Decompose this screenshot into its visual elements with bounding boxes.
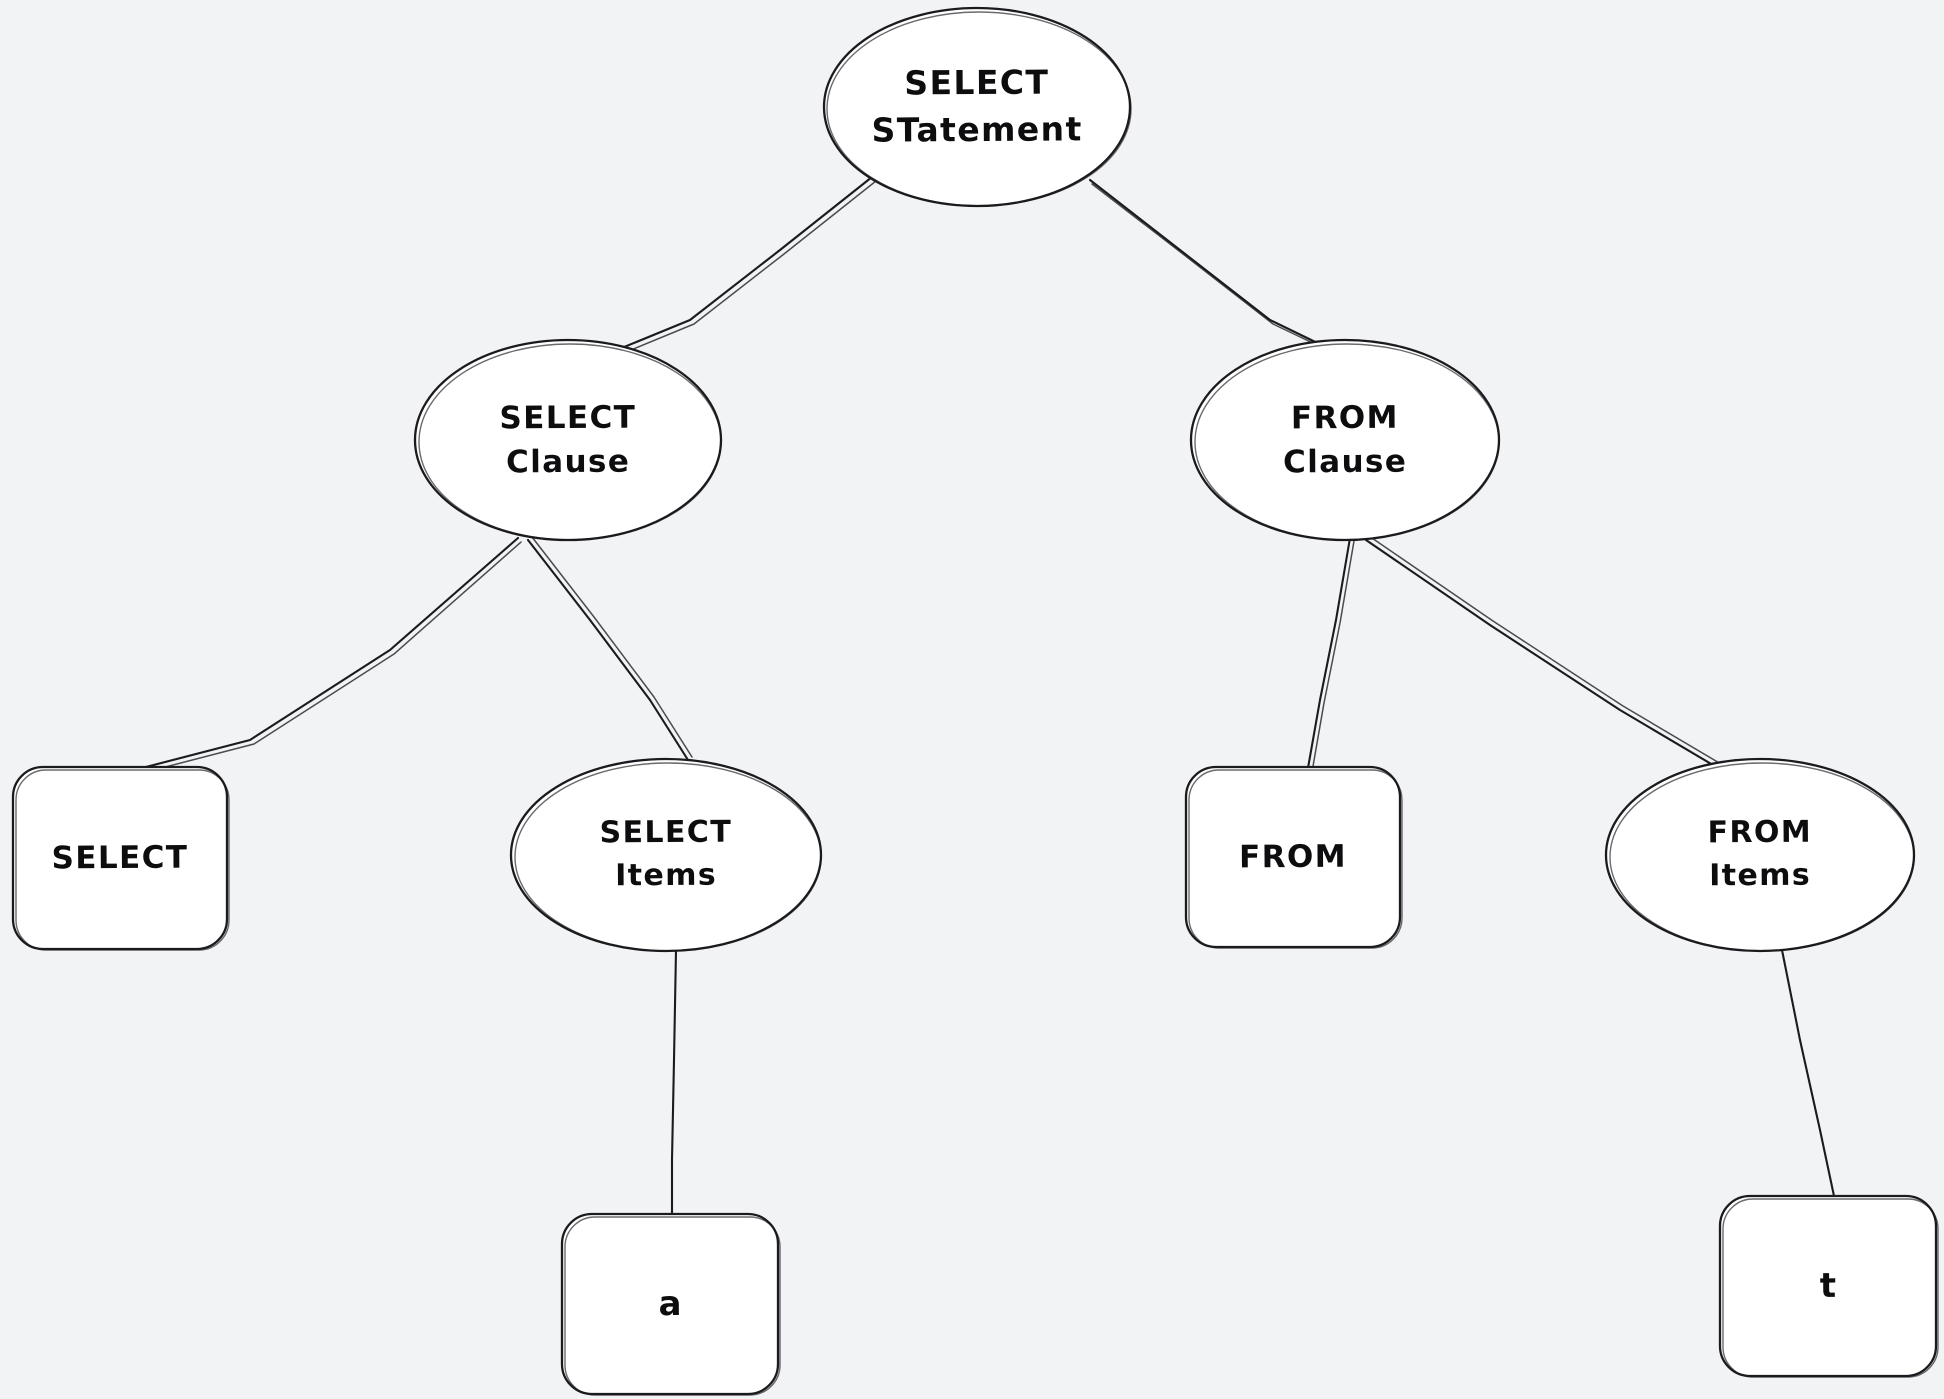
edge-select-clause-to-select-terminal [140, 536, 522, 773]
edge-select-statement-to-select-clause [610, 175, 877, 358]
node-table-t-shape[interactable] [1718, 1194, 1939, 1378]
node-shape-group [11, 6, 1939, 1396]
edge-from-items-to-table-t [1780, 948, 1836, 1198]
node-from-terminal-shape[interactable] [1184, 765, 1403, 949]
node-select-terminal-shape[interactable] [11, 765, 230, 951]
edge-from-clause-to-from-terminal [1306, 536, 1355, 773]
node-from-clause-shape[interactable] [1189, 338, 1501, 542]
node-select-items-shape[interactable] [509, 757, 823, 953]
edge-group [140, 175, 1836, 1220]
node-column-a-shape[interactable] [560, 1212, 781, 1396]
edge-select-statement-to-from-clause [1088, 178, 1343, 358]
node-select-clause-shape[interactable] [413, 338, 723, 542]
edge-from-clause-to-from-items [1364, 535, 1722, 770]
node-from-items-shape[interactable] [1604, 757, 1916, 953]
node-select-statement-shape[interactable] [822, 6, 1132, 208]
edge-select-items-to-column-a [670, 948, 678, 1220]
edge-select-clause-to-select-items [526, 536, 693, 762]
